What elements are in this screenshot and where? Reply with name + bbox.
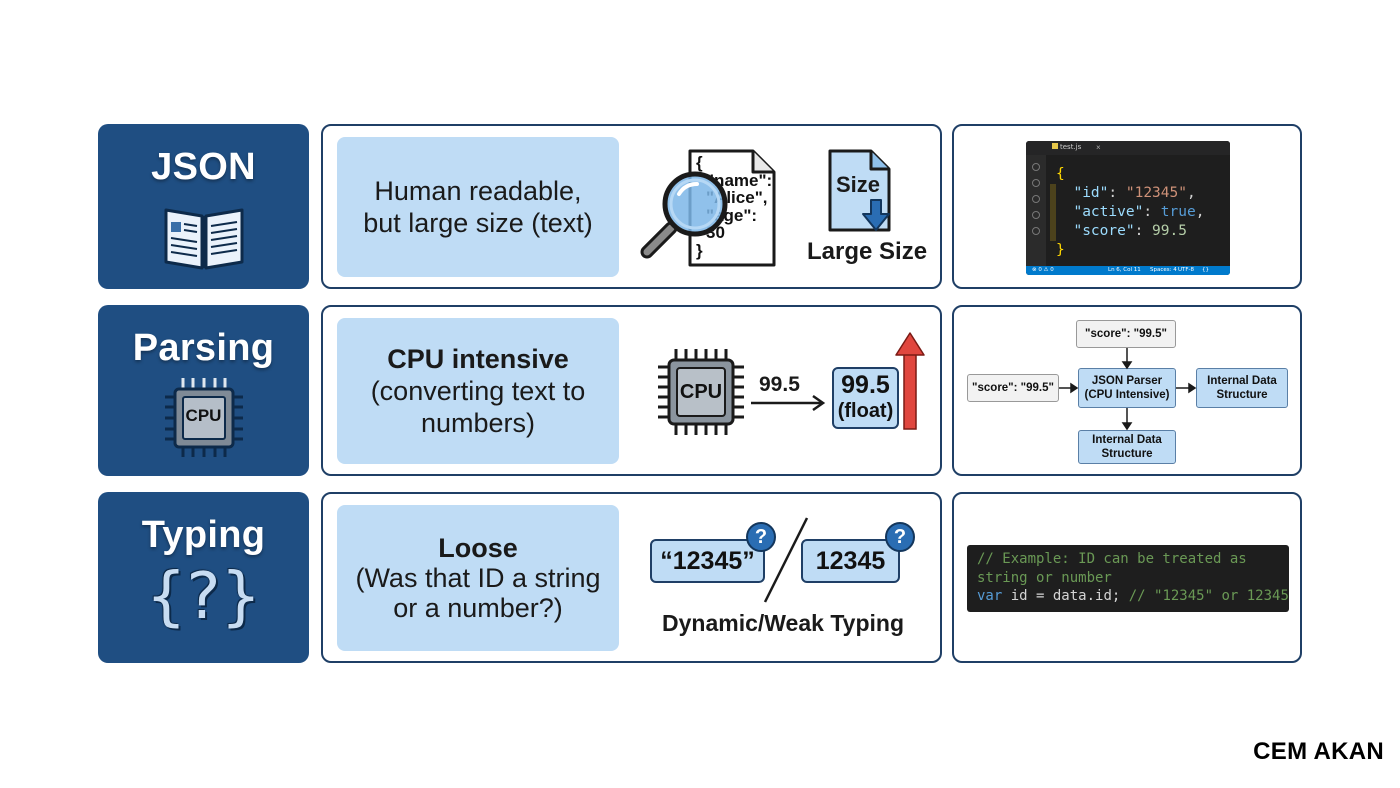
- code-line: "score": 99.5: [1073, 223, 1187, 239]
- code-editor: test.js × { "id": "12345", "active": tru…: [1026, 141, 1230, 275]
- question-badge-icon: ?: [746, 522, 776, 552]
- size-file-icon: [828, 149, 891, 232]
- question-badge-icon: ?: [885, 522, 915, 552]
- description-line: numbers): [420, 408, 536, 438]
- description-bold: Loose: [438, 533, 518, 563]
- flow-parser-line: JSON Parser: [1091, 375, 1163, 387]
- number-value-box: 12345: [801, 539, 900, 583]
- typing-code-panel: // Example: ID can be treated as string …: [952, 492, 1302, 663]
- editor-tab-bar: test.js ×: [1026, 141, 1230, 155]
- description-parsing: CPU intensive (converting text to number…: [337, 318, 619, 464]
- size-label: Size: [836, 172, 881, 197]
- code-comment: // Example: ID can be treated as: [977, 551, 1247, 567]
- flow-arrows: [1059, 348, 1197, 431]
- js-file-icon: [1052, 143, 1058, 149]
- editor-code: { "id": "12345", "active": true, "score"…: [1056, 165, 1204, 260]
- arrow-right-icon: [751, 394, 826, 412]
- description-line: Human readable,: [374, 176, 582, 206]
- flow-output-line: Internal Data: [1207, 375, 1277, 387]
- red-up-arrow-icon: [895, 332, 925, 430]
- float-value: 99.5: [841, 371, 890, 399]
- code-keyword: var: [977, 588, 1003, 604]
- flow-input-top: "score": "99.5": [1076, 320, 1176, 348]
- code-line: "active": true,: [1073, 204, 1205, 220]
- code-comment: // "12345" or 12345: [1128, 588, 1289, 604]
- code-editor-panel: test.js × { "id": "12345", "active": tru…: [952, 124, 1302, 289]
- float-type: (float): [837, 400, 894, 422]
- slash-divider: [763, 517, 809, 603]
- description-typing: Loose (Was that ID a string or a number?…: [337, 505, 619, 651]
- description-line: (Was that ID a string: [355, 563, 601, 593]
- panel-typing: Loose (Was that ID a string or a number?…: [321, 492, 942, 663]
- code-line: {: [1056, 166, 1065, 182]
- description-line: but large size (text): [363, 208, 593, 238]
- status-position[interactable]: Ln 6, Col 11: [1108, 267, 1141, 273]
- editor-status-bar: ⊗ 0 ⚠ 0 Ln 6, Col 11 Spaces: 4 UTF-8 {}: [1026, 266, 1230, 275]
- cpu-chip-large-icon: [658, 349, 744, 435]
- magnifier-icon: [640, 171, 728, 259]
- flow-output-line: Structure: [1101, 448, 1153, 460]
- open-book-icon: [164, 208, 243, 270]
- row-label-typing: Typing {?}: [98, 492, 309, 663]
- cpu-chip-icon: [164, 378, 243, 457]
- doc-line: "name":: [706, 170, 773, 190]
- code-line: "id": "12345",: [1073, 185, 1196, 201]
- description-line: (converting text to: [370, 376, 586, 406]
- flow-output-right: Internal Data Structure: [1196, 368, 1288, 408]
- flow-input-left: "score": "99.5": [967, 374, 1059, 402]
- row-title-typing: Typing: [141, 514, 266, 556]
- author-credit: CEM AKAN: [1253, 738, 1384, 765]
- row-label-json: JSON: [98, 124, 309, 289]
- string-value-box: “12345”: [650, 539, 765, 583]
- doc-line: {: [696, 153, 703, 172]
- float-value-box: 99.5 (float): [832, 367, 899, 429]
- activity-bar: [1026, 155, 1046, 267]
- row-title-parsing: Parsing: [132, 327, 275, 369]
- typing-caption: Dynamic/Weak Typing: [662, 610, 904, 636]
- description-json: Human readable, but large size (text): [337, 137, 619, 277]
- input-value: 99.5: [759, 373, 800, 396]
- flow-output-line: Internal Data: [1092, 434, 1162, 446]
- row-label-parsing: Parsing CPU: [98, 305, 309, 476]
- status-encoding[interactable]: UTF-8: [1178, 267, 1195, 273]
- description-bold: CPU intensive: [387, 344, 569, 374]
- flow-output-line: Structure: [1216, 389, 1268, 401]
- code-comment: string or number: [977, 569, 1112, 586]
- doc-line: }: [696, 240, 703, 260]
- flow-output-bottom: Internal Data Structure: [1078, 430, 1176, 464]
- description-line: or a number?): [393, 593, 563, 623]
- editor-tab[interactable]: test.js: [1052, 143, 1081, 151]
- status-language[interactable]: {}: [1202, 267, 1209, 273]
- parsing-flow-panel: "score": "99.5" "score": "99.5" JSON Par…: [952, 305, 1302, 476]
- large-size-caption: Large Size: [807, 238, 928, 265]
- code-line: }: [1056, 242, 1065, 258]
- typing-code-block: // Example: ID can be treated as string …: [967, 545, 1289, 612]
- panel-parsing: CPU intensive (converting text to number…: [321, 305, 942, 476]
- cpu-icon-text: CPU: [185, 406, 222, 425]
- panel-json: Human readable, but large size (text) { …: [321, 124, 942, 289]
- row-title-json: JSON: [151, 146, 256, 188]
- status-problems[interactable]: ⊗ 0 ⚠ 0: [1032, 267, 1054, 273]
- close-icon[interactable]: ×: [1096, 143, 1101, 152]
- status-spaces[interactable]: Spaces: 4: [1150, 267, 1177, 273]
- cpu-chip-large-text: CPU: [679, 381, 723, 403]
- code-statement: id = data.id;: [1002, 588, 1129, 604]
- flow-parser-line: (CPU Intensive): [1084, 389, 1170, 401]
- curly-question-icon: {?}: [145, 560, 262, 634]
- editor-tab-label: test.js: [1060, 143, 1082, 151]
- gutter-highlight: [1050, 184, 1056, 241]
